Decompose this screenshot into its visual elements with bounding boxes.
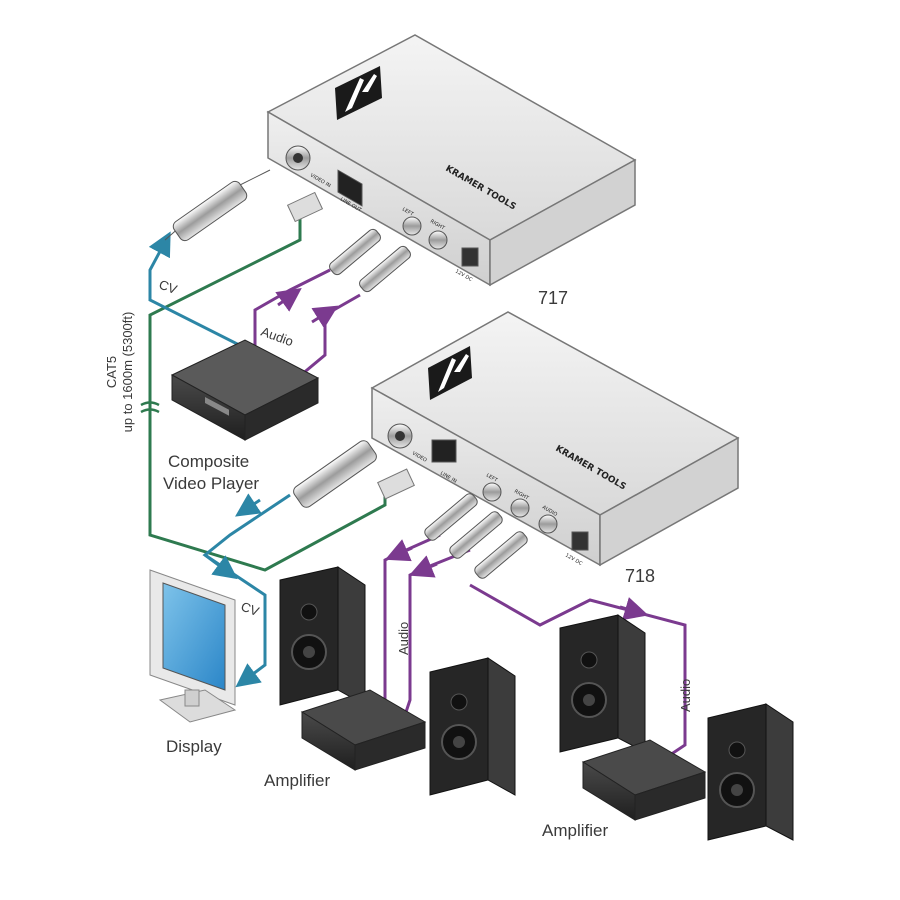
- label-amp-left: Amplifier: [264, 771, 330, 790]
- audio-arrow-left-1: [385, 539, 413, 562]
- rca-left-717: [402, 216, 422, 236]
- rca-plug-717-left: [329, 228, 381, 276]
- label-cat5: CAT5: [104, 356, 119, 388]
- speaker-right-1: [559, 614, 646, 753]
- rj45-plug-717: [286, 191, 324, 223]
- cv-cable-top: [148, 231, 266, 360]
- audio-cable-top-2: [294, 293, 361, 382]
- bnc-plug-717: [164, 169, 271, 242]
- rj45-port-718: [431, 439, 457, 463]
- label-audio-left: Audio: [396, 622, 411, 655]
- model-717: 717: [538, 288, 568, 308]
- device-718: KRAMER TOOLS VIDEO LINE IN LEFT RIGHT AU…: [370, 311, 740, 586]
- label-player-2: Video Player: [163, 474, 259, 493]
- speaker-left-2: [429, 657, 516, 796]
- device-717: KRAMER TOOLS VIDEO IN LINE OUT LEFT RIGH…: [266, 34, 637, 308]
- label-audio-right: Audio: [678, 679, 693, 712]
- rca-plug-717-right: [359, 245, 411, 293]
- model-718: 718: [625, 566, 655, 586]
- amplifier-left: [300, 689, 427, 771]
- audio-arrow-top-2: [311, 305, 339, 329]
- kramer-logo-717: [335, 66, 382, 120]
- rca-plug-718-3: [474, 531, 528, 579]
- composite-video-player: [170, 339, 320, 441]
- label-left-717: LEFT: [401, 207, 415, 219]
- label-amp-right: Amplifier: [542, 821, 608, 840]
- rca-plug-718-2: [449, 511, 503, 559]
- cv-arrow-mid: [235, 493, 262, 517]
- label-audio-top: Audio: [259, 324, 295, 349]
- display-monitor: [149, 569, 237, 723]
- cat5-break-mark: [140, 401, 160, 414]
- speaker-left-1: [279, 566, 366, 706]
- label-cv-top: CV: [157, 277, 179, 297]
- rca-1-718: [482, 482, 502, 502]
- amplifier-right: [581, 739, 707, 821]
- rca-3-718: [538, 514, 558, 534]
- rca-plug-718-1: [424, 493, 478, 541]
- label-player-1: Composite: [168, 452, 249, 471]
- audio-arrow-right: [619, 597, 649, 621]
- device-717-side: [489, 158, 636, 287]
- audio-arrow-left-2: [408, 555, 438, 578]
- label-display: Display: [166, 737, 222, 756]
- label-left-718: LEFT: [485, 473, 499, 485]
- rca-2-718: [510, 498, 530, 518]
- cv-arrow-bottom: [204, 553, 238, 580]
- rj45-plug-718: [377, 468, 415, 500]
- power-port-717: [461, 247, 479, 267]
- device-718-side: [599, 436, 739, 567]
- label-cv-bottom: CV: [239, 599, 261, 619]
- bnc-plug-718: [293, 440, 377, 508]
- speaker-right-2: [707, 703, 794, 841]
- cat5-cable: [148, 213, 387, 572]
- rj45-port-717: [337, 169, 363, 207]
- label-cat5-distance: up to 1600m (5300ft): [120, 312, 135, 433]
- kramer-logo-718: [428, 346, 472, 400]
- rca-right-717: [428, 230, 448, 250]
- power-port-718: [571, 531, 589, 551]
- audio-arrow-top-1: [275, 288, 302, 312]
